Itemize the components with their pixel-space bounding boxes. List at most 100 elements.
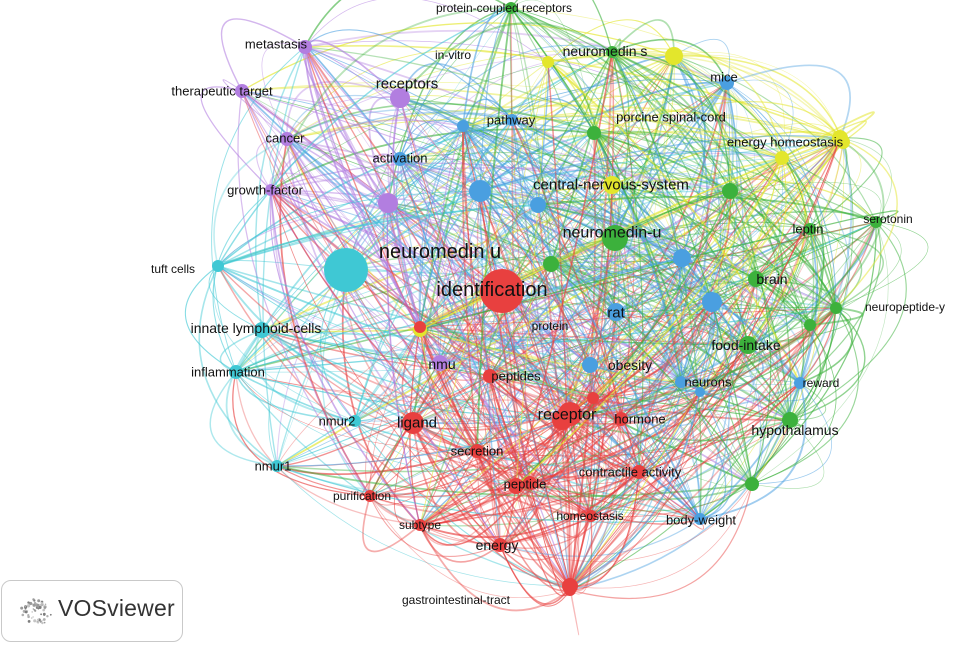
node-neuromedin-u-upper[interactable] bbox=[324, 248, 368, 292]
node-central-nervous-system[interactable] bbox=[603, 176, 621, 194]
node-label-identification: identification bbox=[436, 279, 547, 301]
node-label-nmu: nmu bbox=[428, 356, 455, 372]
network-node-unlabeled bbox=[804, 319, 816, 331]
node-purification[interactable] bbox=[364, 490, 376, 502]
node-hypothalamus[interactable] bbox=[782, 412, 798, 428]
node-porcine-spinal-cord[interactable] bbox=[587, 126, 601, 140]
node-cancer[interactable] bbox=[280, 132, 294, 146]
network-link bbox=[479, 190, 571, 415]
node-nmu[interactable] bbox=[432, 355, 448, 371]
node-identification[interactable] bbox=[480, 269, 524, 313]
node-label-energy: energy bbox=[476, 537, 519, 553]
network-link bbox=[354, 375, 491, 422]
network-link bbox=[217, 190, 481, 267]
network-link bbox=[270, 7, 512, 191]
node-label-porcine-spinal-cord: porcine spinal-cord bbox=[616, 110, 726, 125]
network-link bbox=[399, 97, 683, 259]
network-link bbox=[419, 311, 617, 328]
network-link bbox=[489, 375, 622, 420]
node-receptors[interactable] bbox=[378, 193, 398, 213]
node-label-nmur2: nmur2 bbox=[319, 414, 356, 429]
network-link bbox=[200, 86, 272, 191]
network-link bbox=[419, 485, 517, 546]
node-growth-factor[interactable] bbox=[265, 184, 277, 196]
network-link bbox=[681, 257, 805, 384]
node-body-weight[interactable] bbox=[694, 513, 706, 525]
node-subtype[interactable] bbox=[414, 519, 426, 531]
network-link bbox=[499, 397, 594, 546]
network-link bbox=[592, 137, 841, 399]
network-link bbox=[590, 382, 801, 517]
node-secretion[interactable] bbox=[470, 444, 484, 458]
node-peptides[interactable] bbox=[483, 369, 497, 383]
network-link bbox=[620, 307, 837, 420]
network-link bbox=[462, 125, 837, 309]
node-protein[interactable] bbox=[414, 321, 426, 333]
network-link bbox=[726, 64, 851, 139]
node-neuropeptide-y[interactable] bbox=[830, 302, 842, 314]
node-label-central-nervous-system: central-nervous-system bbox=[533, 177, 689, 194]
network-node-unlabeled bbox=[606, 46, 618, 58]
node-leptin[interactable] bbox=[804, 223, 816, 235]
node-hormone[interactable] bbox=[614, 412, 628, 426]
network-link bbox=[286, 117, 783, 159]
node-gastrointestinal-tract[interactable] bbox=[564, 584, 576, 596]
network-link bbox=[699, 82, 745, 520]
node-pathway[interactable] bbox=[506, 114, 518, 126]
network-link bbox=[550, 263, 713, 303]
network-link bbox=[369, 418, 622, 497]
network-link bbox=[270, 119, 464, 191]
node-tuft-cells[interactable] bbox=[212, 260, 224, 272]
node-food-intake[interactable] bbox=[739, 336, 757, 354]
network-link bbox=[699, 157, 783, 520]
node-mice[interactable] bbox=[720, 76, 734, 90]
network-link bbox=[499, 381, 682, 546]
network-link bbox=[537, 172, 731, 206]
network-link bbox=[354, 190, 481, 422]
node-neuromedin-s[interactable] bbox=[665, 47, 683, 65]
node-ligand[interactable] bbox=[402, 412, 424, 434]
node-nmur2[interactable] bbox=[349, 415, 361, 427]
node-reward[interactable] bbox=[794, 377, 806, 389]
node-protein-coupled-receptors[interactable] bbox=[505, 2, 517, 14]
network-link bbox=[590, 418, 628, 518]
node-neurons[interactable] bbox=[675, 376, 687, 388]
node-innate-lymphoid-cells[interactable] bbox=[254, 322, 270, 338]
network-link bbox=[476, 419, 563, 461]
node-peptide[interactable] bbox=[523, 476, 537, 490]
network-link bbox=[799, 137, 853, 384]
node-energy[interactable] bbox=[493, 538, 507, 552]
network-link bbox=[537, 204, 753, 485]
network-node-unlabeled bbox=[722, 183, 738, 199]
network-link bbox=[235, 371, 571, 587]
node-brain[interactable] bbox=[748, 271, 764, 287]
network-link bbox=[593, 132, 640, 473]
node-therapeutic-target[interactable] bbox=[235, 84, 249, 98]
node-serotonin[interactable] bbox=[870, 216, 882, 228]
node-contractile-activity[interactable] bbox=[632, 465, 646, 479]
node-energy-homeostasis[interactable] bbox=[836, 135, 850, 149]
node-label-purification: purification bbox=[333, 489, 391, 503]
network-link bbox=[569, 381, 682, 591]
network-link bbox=[419, 204, 539, 331]
network-link bbox=[256, 138, 288, 191]
node-rat[interactable] bbox=[607, 303, 625, 321]
network-link bbox=[270, 166, 731, 192]
node-receptor[interactable] bbox=[558, 402, 582, 426]
node-in-vitro[interactable] bbox=[542, 56, 554, 68]
node-obesity[interactable] bbox=[582, 357, 598, 373]
node-metastasis[interactable] bbox=[298, 40, 312, 54]
node-neuromedin-u[interactable] bbox=[602, 225, 628, 251]
network-link bbox=[590, 132, 606, 517]
network-link bbox=[547, 61, 571, 587]
node-inflammation[interactable] bbox=[229, 365, 243, 379]
node-homeostasis[interactable] bbox=[585, 510, 597, 522]
network-link bbox=[569, 324, 811, 587]
network-link bbox=[561, 419, 572, 591]
network-link bbox=[276, 125, 464, 467]
node-nmur1[interactable] bbox=[271, 460, 283, 472]
network-link bbox=[213, 265, 356, 422]
node-activation[interactable] bbox=[393, 152, 407, 166]
network-link bbox=[212, 189, 272, 373]
network-link bbox=[436, 125, 464, 364]
